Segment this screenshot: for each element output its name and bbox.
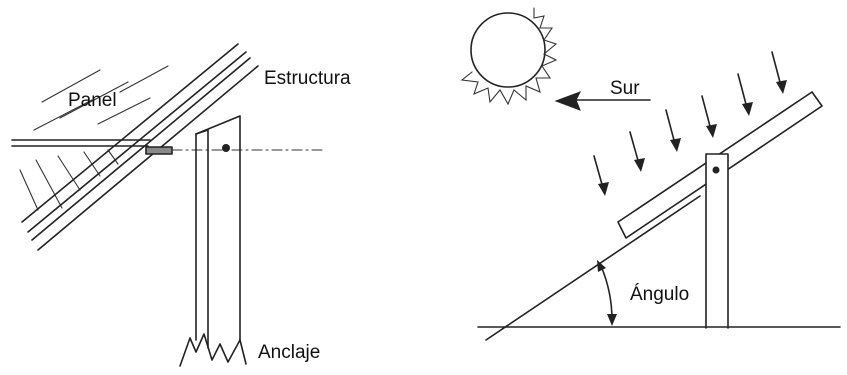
anchor-label: Anclaje xyxy=(258,342,320,363)
south-label: Sur xyxy=(610,78,640,99)
sun-ray-arrow-icon xyxy=(737,73,753,116)
mounting-post xyxy=(705,153,729,329)
sun-icon xyxy=(460,7,558,106)
panel-label: Panel xyxy=(68,90,117,111)
solar-panel xyxy=(11,65,169,211)
sun-ray-arrow-icon xyxy=(629,131,645,172)
sun-ray-arrow-icon xyxy=(593,155,609,196)
structure-label: Estructura xyxy=(264,68,351,89)
pivot-bolt xyxy=(222,144,230,152)
arrow-left-icon xyxy=(554,91,651,111)
left-figure: Panel Estructura Anclaje xyxy=(11,43,351,367)
post-pivot-bolt xyxy=(712,166,720,174)
right-figure: Sur xyxy=(460,7,841,341)
support-structure xyxy=(21,43,259,251)
sun-ray-arrows xyxy=(593,51,787,196)
sun-ray-arrow-icon xyxy=(771,51,787,94)
anchor-post xyxy=(179,115,247,367)
angle-indicator xyxy=(597,260,617,326)
angle-label: Ángulo xyxy=(630,284,689,305)
slope-line xyxy=(485,195,701,341)
clamp xyxy=(145,146,173,155)
sun-ray-arrow-icon xyxy=(665,109,681,152)
sun-ray-arrow-icon xyxy=(701,95,717,138)
